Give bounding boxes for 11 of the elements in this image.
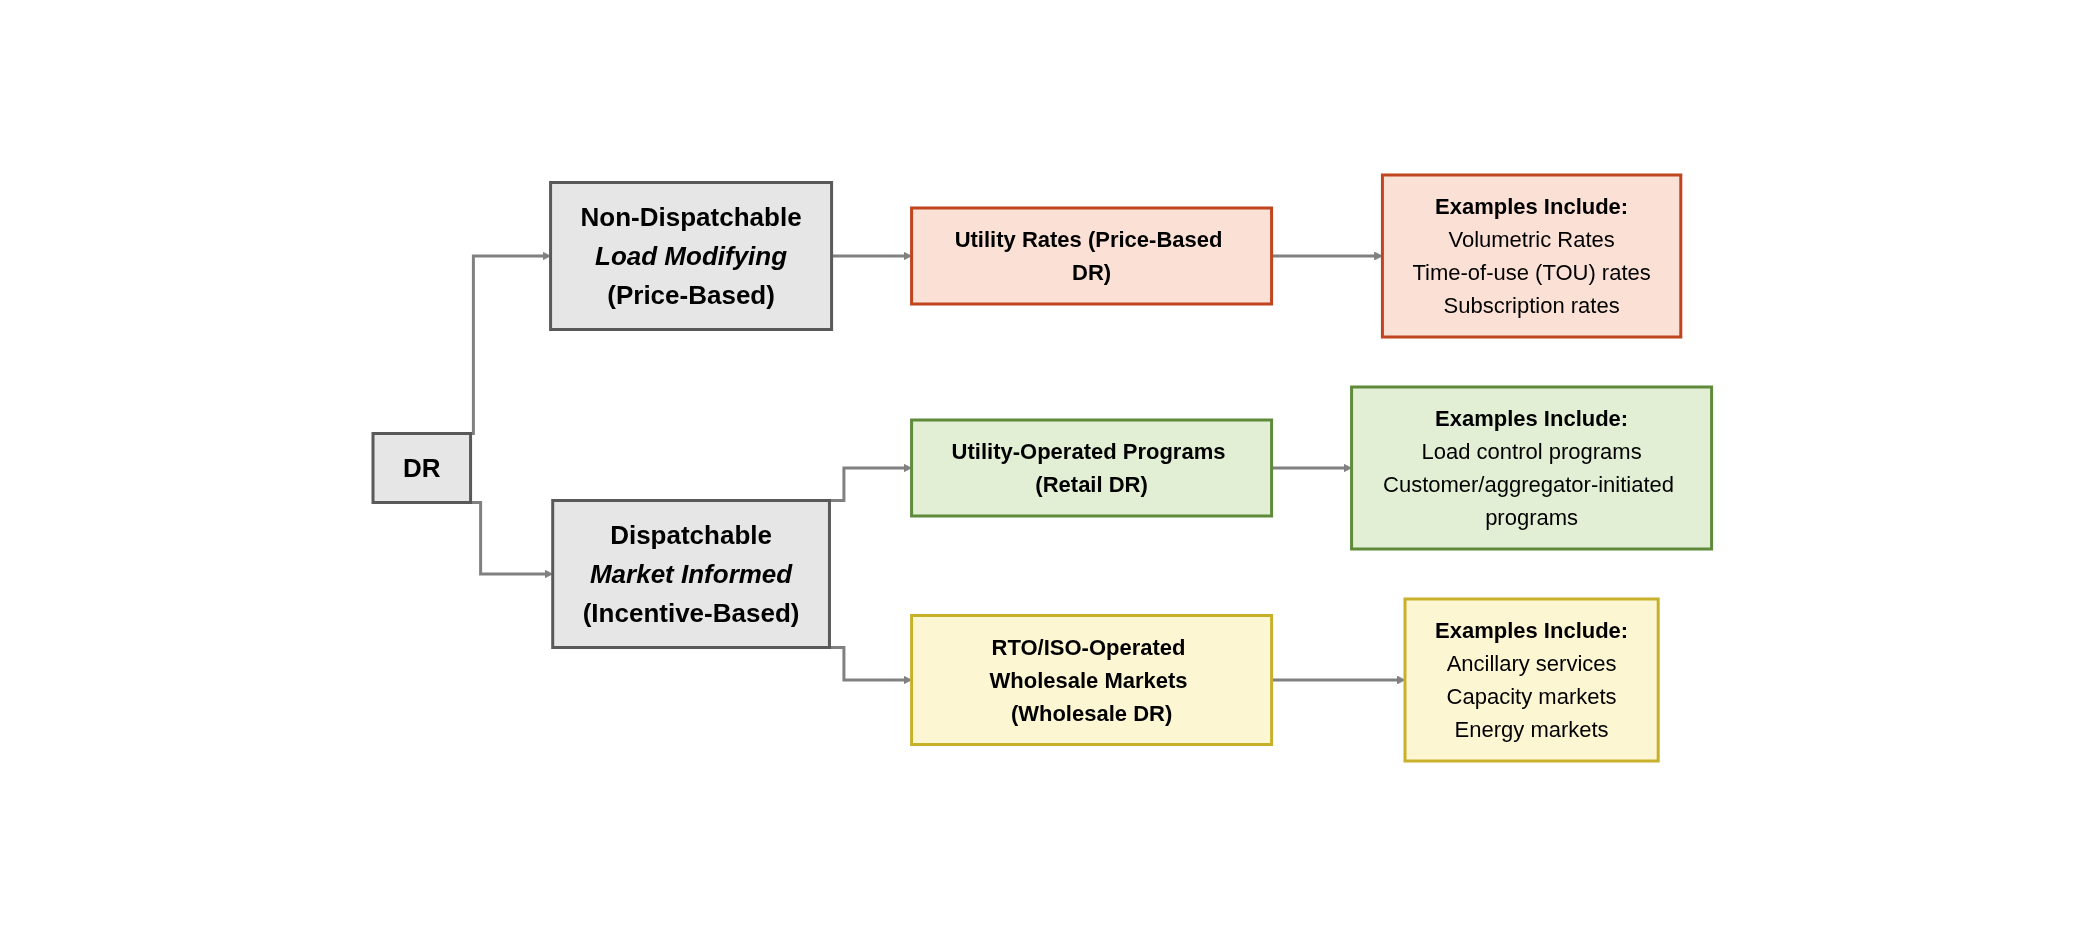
arrow bbox=[1271, 251, 1383, 261]
node-box: Utility-Operated Programs (Retail DR) bbox=[910, 418, 1274, 518]
node-box: Utility Rates (Price-Based DR) bbox=[910, 206, 1274, 306]
node-box: Examples Include: Ancillary services Capacity markets Energy markets bbox=[1403, 597, 1660, 763]
arrow bbox=[1271, 675, 1406, 685]
node-box: Dispatchable Market Informed (Incentive-Based) bbox=[551, 499, 832, 649]
node-box: DR bbox=[371, 432, 473, 504]
node-box: Non-Dispatchable Load Modifying (Price-Based) bbox=[549, 181, 834, 331]
node-box: Examples Include: Volumetric Rates Time-of-use (TOU) rates Subscription rates bbox=[1381, 173, 1683, 339]
node-box: RTO/ISO-Operated Wholesale Markets (Wholesale DR) bbox=[910, 614, 1274, 746]
node-box: Examples Include: Load control programs Customer/aggregator-initiated programs bbox=[1350, 385, 1714, 551]
